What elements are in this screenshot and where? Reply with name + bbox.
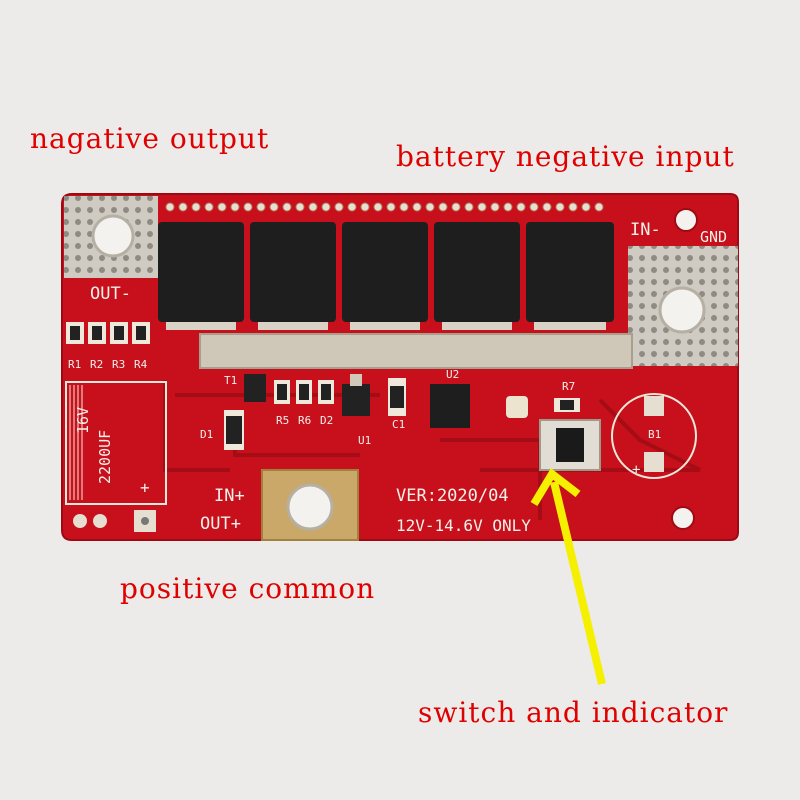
annotation-switch-and-indicator: switch and indicator — [418, 696, 729, 729]
label-out-minus: OUT- — [90, 284, 131, 304]
capacitor-hatch — [69, 385, 83, 500]
label-b1-plus: + — [632, 462, 641, 478]
label-cap-voltage: 16V — [74, 406, 92, 434]
capacitor-hole — [141, 517, 149, 525]
label-u2: U2 — [446, 368, 460, 381]
out-minus-hole — [91, 214, 135, 258]
label-cap-value: 2200UF — [96, 429, 114, 484]
label-t1: T1 — [224, 374, 238, 387]
annotation-negative-output: nagative output — [30, 122, 270, 155]
pad-hole-1 — [73, 514, 87, 528]
label-in-minus: IN- — [630, 220, 661, 240]
gnd-hole — [658, 286, 706, 334]
label-out-plus: OUT+ — [200, 514, 241, 534]
label-in-plus: IN+ — [214, 486, 245, 506]
tact-switch-button — [556, 428, 584, 462]
label-r7: R7 — [562, 380, 576, 393]
label-r3: R3 — [112, 358, 126, 371]
resistor-bank — [66, 322, 150, 344]
mosfet-1 — [158, 222, 244, 322]
mosfet-3 — [342, 222, 428, 322]
mount-hole-bottom-right — [671, 506, 695, 530]
pad-hole-2 — [93, 514, 107, 528]
label-u1: U1 — [358, 434, 372, 447]
mosfet-2 — [250, 222, 336, 322]
label-r6: R6 — [298, 414, 312, 427]
mosfet-4 — [434, 222, 520, 322]
annotation-battery-negative-input: battery negative input — [396, 140, 735, 173]
buzzer-pad-2 — [644, 452, 664, 472]
label-version: VER:2020/04 — [396, 486, 509, 506]
bus-bar — [199, 333, 633, 369]
mosfet-5 — [526, 222, 614, 322]
positive-common-hole — [286, 483, 334, 531]
label-r5: R5 — [276, 414, 290, 427]
buzzer-outline — [611, 393, 697, 479]
pin-holes-row — [165, 202, 604, 212]
label-voltage: 12V-14.6V ONLY — [396, 516, 531, 535]
arrow-shaft — [550, 481, 606, 685]
label-gnd: GND — [700, 228, 728, 246]
mosfets — [158, 222, 614, 330]
label-d2: D2 — [320, 414, 334, 427]
label-r4: R4 — [134, 358, 148, 371]
arrow-head — [530, 468, 581, 507]
label-d1: D1 — [200, 428, 214, 441]
label-r1: R1 — [68, 358, 82, 371]
mount-hole-top-right — [674, 208, 698, 232]
label-cap-plus: + — [140, 478, 150, 497]
label-c1: C1 — [392, 418, 406, 431]
buzzer-pad-1 — [644, 396, 664, 416]
smd-components — [224, 374, 580, 450]
label-b1: B1 — [648, 428, 662, 441]
capacitor-outline — [65, 381, 167, 505]
annotation-positive-common: positive common — [120, 572, 376, 605]
label-r2: R2 — [90, 358, 104, 371]
